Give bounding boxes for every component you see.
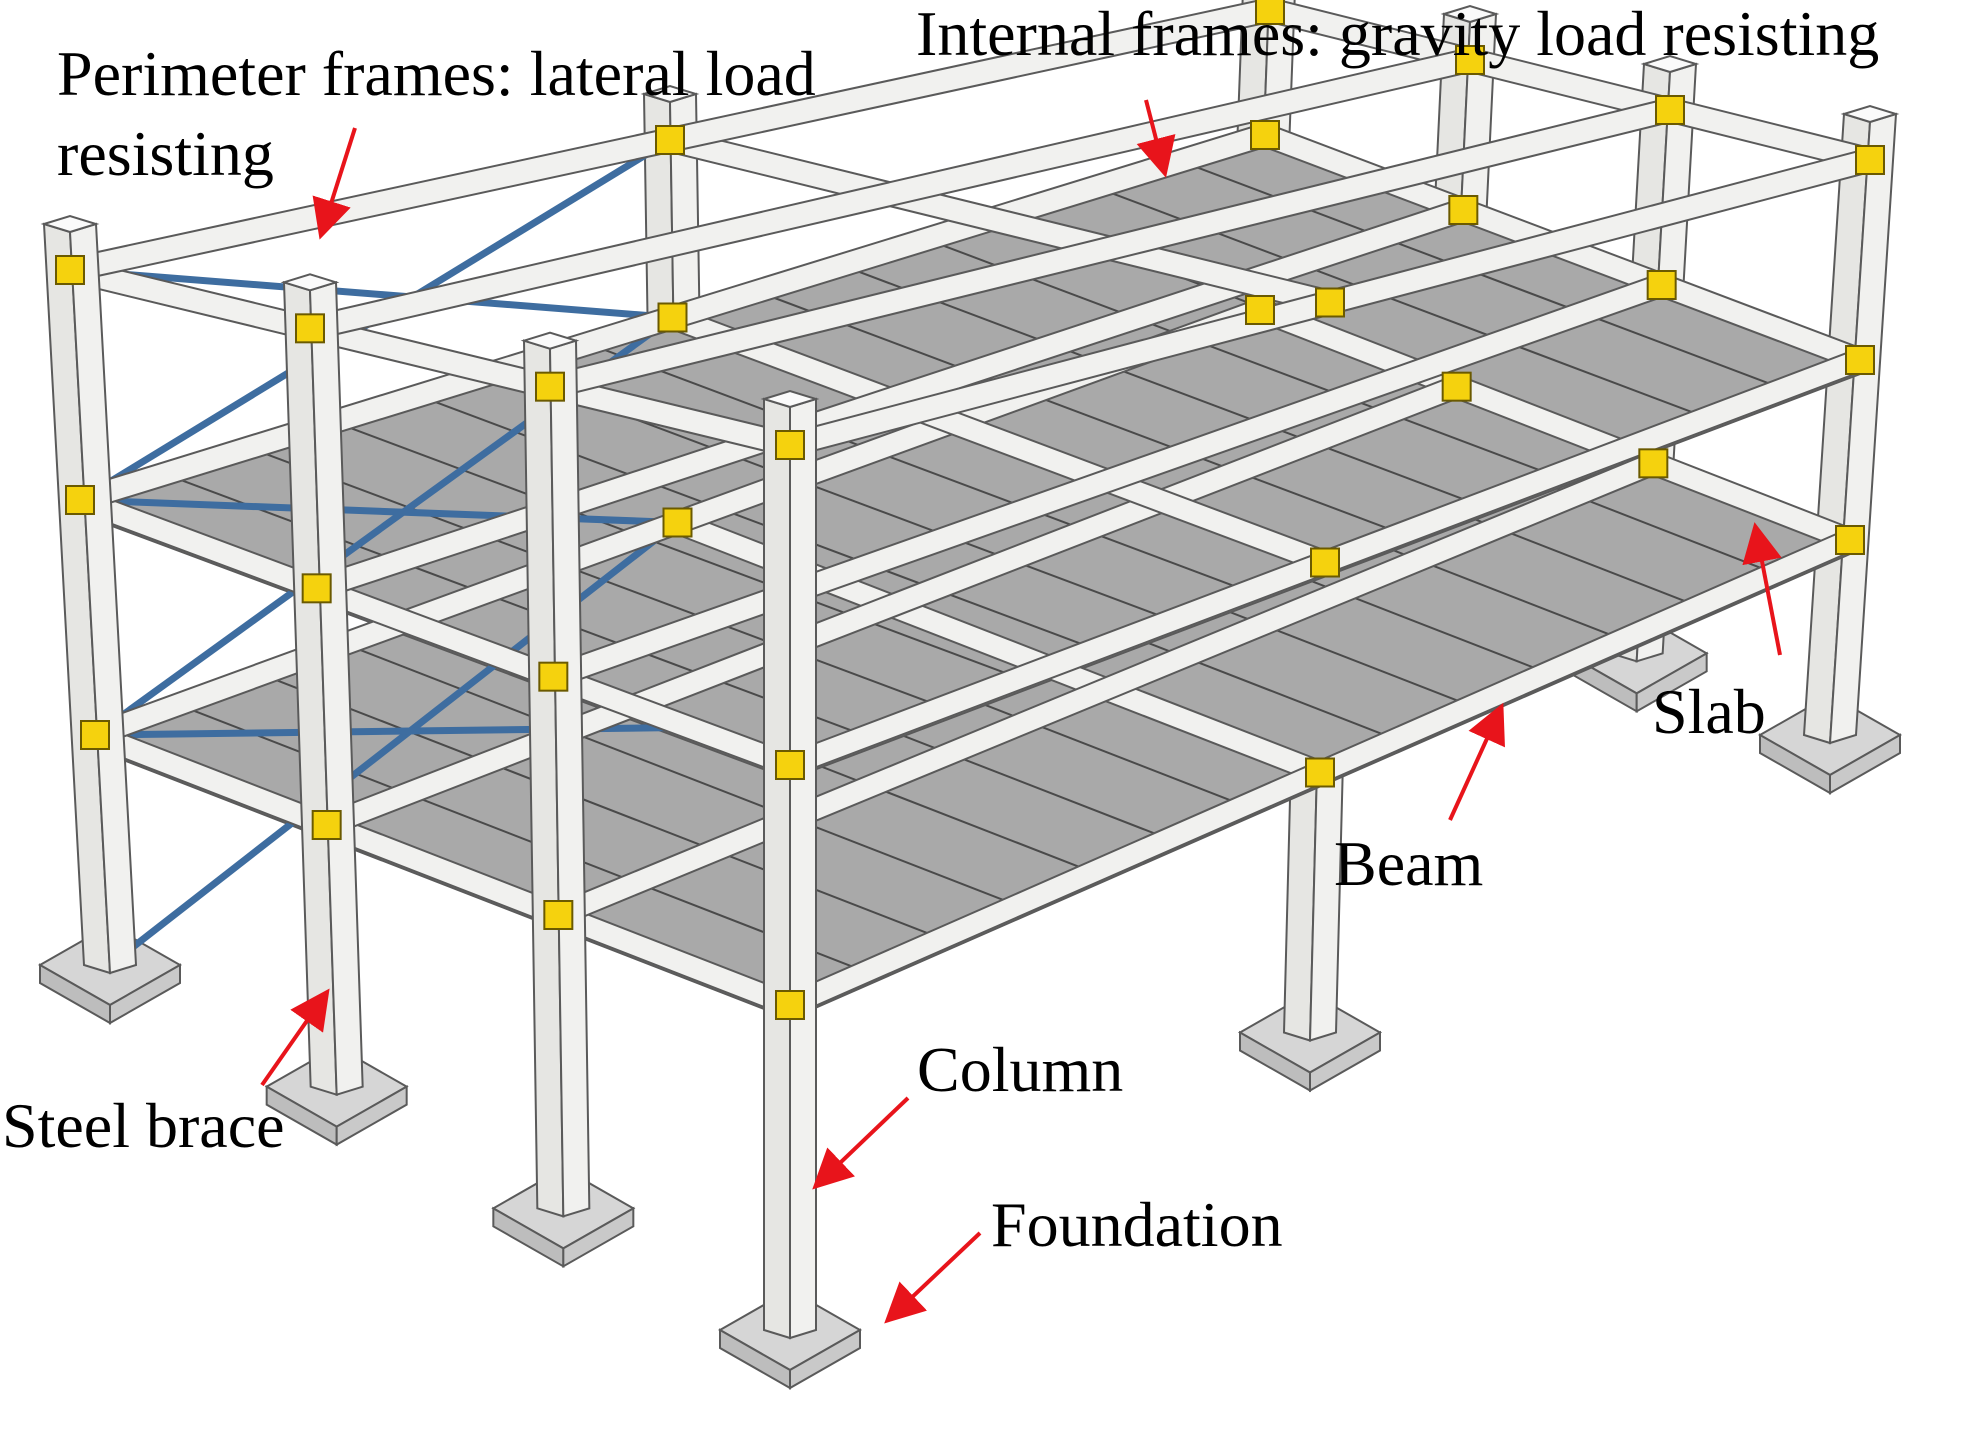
beam-column-connector — [1448, 195, 1479, 225]
column-cap — [520, 331, 580, 350]
label-perimeter-frames-line2: resisting — [57, 118, 274, 189]
label-perimeter-frames-line1: Perimeter frames: lateral load — [57, 38, 816, 109]
foundation-footing-side — [1635, 651, 1708, 714]
beam-column-connector — [80, 720, 110, 750]
arrow-perimeter-frames — [312, 127, 357, 240]
beam-column-connector — [655, 125, 685, 155]
beam-column-connector — [301, 573, 332, 604]
beam-column-connector — [775, 430, 805, 460]
column-cap — [1840, 104, 1900, 124]
slab-rib — [333, 420, 1020, 680]
arrow-steel-brace — [260, 988, 330, 1087]
column-cap — [760, 389, 820, 409]
beam-column-connector — [1310, 547, 1340, 578]
beam-column-connector — [775, 990, 805, 1020]
foundation-footing-side — [335, 1084, 408, 1147]
beam-column-connector — [1646, 270, 1677, 300]
slab-rib — [248, 446, 944, 709]
front-columns — [40, 214, 820, 1340]
column-cap — [40, 214, 100, 234]
beam-column-connector — [295, 313, 325, 344]
label-steel-brace: Steel brace — [2, 1090, 285, 1161]
slab-rib — [177, 703, 867, 973]
label-slab: Slab — [1652, 676, 1766, 747]
arrow-internal-frames — [1136, 99, 1176, 178]
beam-column-connector — [1855, 145, 1885, 175]
beam-column-connector — [1245, 295, 1275, 325]
slab-rib — [164, 472, 867, 738]
beam-column-connector — [1655, 95, 1685, 125]
foundation-footing-side — [789, 1328, 861, 1390]
slab-rib — [261, 673, 942, 940]
beam-column-connector — [55, 255, 85, 285]
foundation-footing-side — [1309, 1030, 1381, 1093]
steel-brace — [69, 266, 673, 321]
beam-column-connector — [657, 302, 688, 333]
label-foundation: Foundation — [991, 1189, 1283, 1260]
label-beam: Beam — [1334, 828, 1484, 899]
column-face — [789, 397, 817, 1340]
beam-column-connector — [1255, 0, 1285, 25]
label-internal-frames: Internal frames: gravity load resisting — [916, 0, 1880, 69]
column-cap — [280, 273, 340, 292]
arrow-foundation — [884, 1231, 982, 1324]
beam-column-connector — [1305, 757, 1335, 788]
beam-column-connector — [1315, 287, 1345, 318]
arrow-column — [812, 1096, 910, 1190]
beam-column-connector — [311, 810, 342, 840]
beam-column-connector — [538, 661, 569, 692]
slab-rib — [344, 642, 1018, 907]
arrow-slab — [1742, 522, 1782, 656]
beam-column-connector — [1250, 120, 1280, 150]
beam-column-connector — [662, 507, 693, 538]
beam-column-connector — [1455, 45, 1485, 75]
beam-column-connector — [65, 485, 95, 515]
slab-rib — [841, 264, 1479, 506]
beam-column-connector — [535, 371, 565, 402]
column-cap — [1440, 4, 1500, 24]
slab-rib — [756, 290, 1402, 535]
beam-column-connector — [1638, 448, 1669, 479]
label-column: Column — [917, 1034, 1124, 1105]
beam-column-connector — [543, 900, 574, 930]
column-cap — [1640, 54, 1700, 74]
arrow-beam — [1448, 702, 1505, 821]
column-face — [763, 397, 791, 1340]
beam-column-connector — [1845, 345, 1875, 375]
foundation-footing-side — [562, 1206, 635, 1269]
foundation-footing-side — [1829, 733, 1901, 795]
column-cap — [640, 84, 700, 104]
slab-rib — [587, 342, 1249, 593]
beam-column-connectors — [55, 0, 1885, 1020]
beam-column-connector — [1441, 371, 1472, 402]
beam-column-connector — [1835, 525, 1865, 555]
steel-brace — [107, 519, 680, 968]
beam-column-connector — [775, 750, 805, 780]
label-arrows — [260, 99, 1782, 1324]
foundation-footing-side — [109, 963, 181, 1025]
